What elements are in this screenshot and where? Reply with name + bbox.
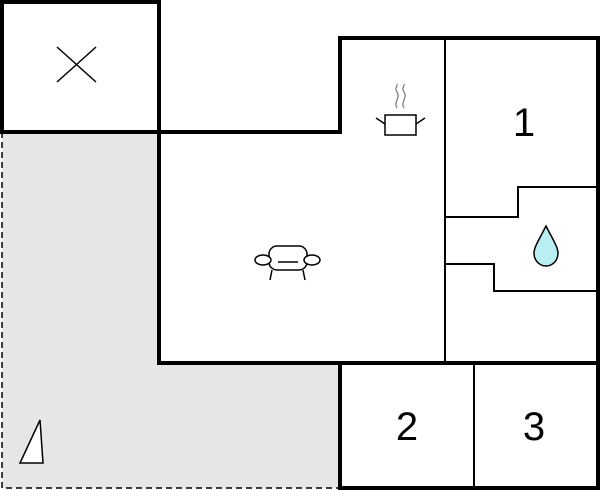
room-label-1: 1	[513, 101, 535, 145]
cooking-pot-icon	[375, 83, 426, 136]
cross-icon	[56, 46, 97, 83]
terrace-area	[2, 132, 340, 488]
terrace-outline	[1, 132, 340, 489]
interior-walls	[444, 38, 598, 488]
water-drop-icon	[533, 224, 559, 267]
sofa-icon	[254, 245, 321, 281]
living-kitchen-room	[157, 36, 600, 365]
room-label-3: 3	[523, 405, 545, 449]
north-arrow-icon	[18, 419, 44, 464]
void-room	[0, 0, 161, 134]
room-label-2: 2	[396, 405, 418, 449]
bedrooms-block	[338, 361, 600, 490]
